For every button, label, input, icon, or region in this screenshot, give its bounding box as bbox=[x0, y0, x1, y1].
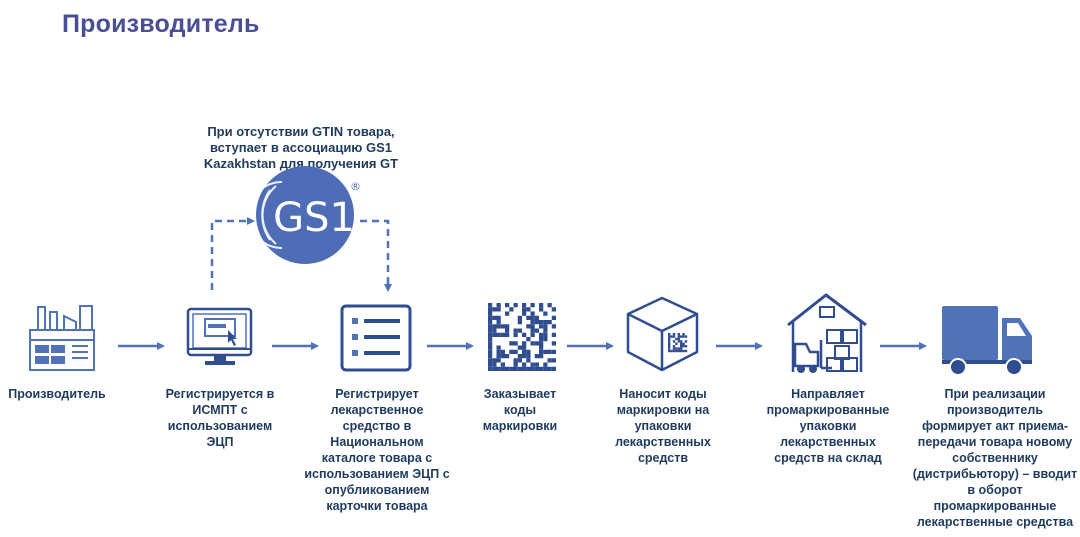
step-label-send-warehouse: Направляет промаркированные упаковки лек… bbox=[766, 387, 890, 465]
step-label-transfer-act: При реализации производитель формирует а… bbox=[912, 387, 1078, 529]
catalog-list-icon bbox=[340, 304, 412, 372]
computer-monitor-icon bbox=[186, 307, 253, 365]
marked-box-icon bbox=[626, 296, 699, 372]
step-label-apply-codes: Наносит коды маркировки на упаковки лека… bbox=[615, 387, 711, 465]
gs1-logo-text: GS1 bbox=[273, 195, 355, 241]
gs1-note: При отсутствии GTIN товара, вступает в а… bbox=[203, 124, 399, 171]
delivery-truck-icon bbox=[942, 306, 1032, 376]
factory-icon bbox=[29, 305, 95, 371]
warehouse-forklift-icon bbox=[787, 293, 867, 373]
step-label-producer: Производитель bbox=[8, 387, 106, 401]
dashed-arrow-from-gs1 bbox=[360, 219, 392, 292]
dashed-arrow-to-gs1 bbox=[210, 217, 255, 290]
step-label-register-ismpt: Регистрируется в ИСМПТ с использованием … bbox=[165, 387, 275, 449]
step-label-register-catalog: Регистрирует лекарственное средство в На… bbox=[304, 387, 450, 513]
datamatrix-code-icon bbox=[488, 303, 556, 371]
step-label-order-codes: Заказывает коды маркировки bbox=[482, 387, 558, 433]
gs1-logo-icon: GS1 ® bbox=[248, 166, 361, 264]
registered-mark: ® bbox=[350, 180, 361, 193]
page-title: Производитель bbox=[62, 10, 260, 38]
